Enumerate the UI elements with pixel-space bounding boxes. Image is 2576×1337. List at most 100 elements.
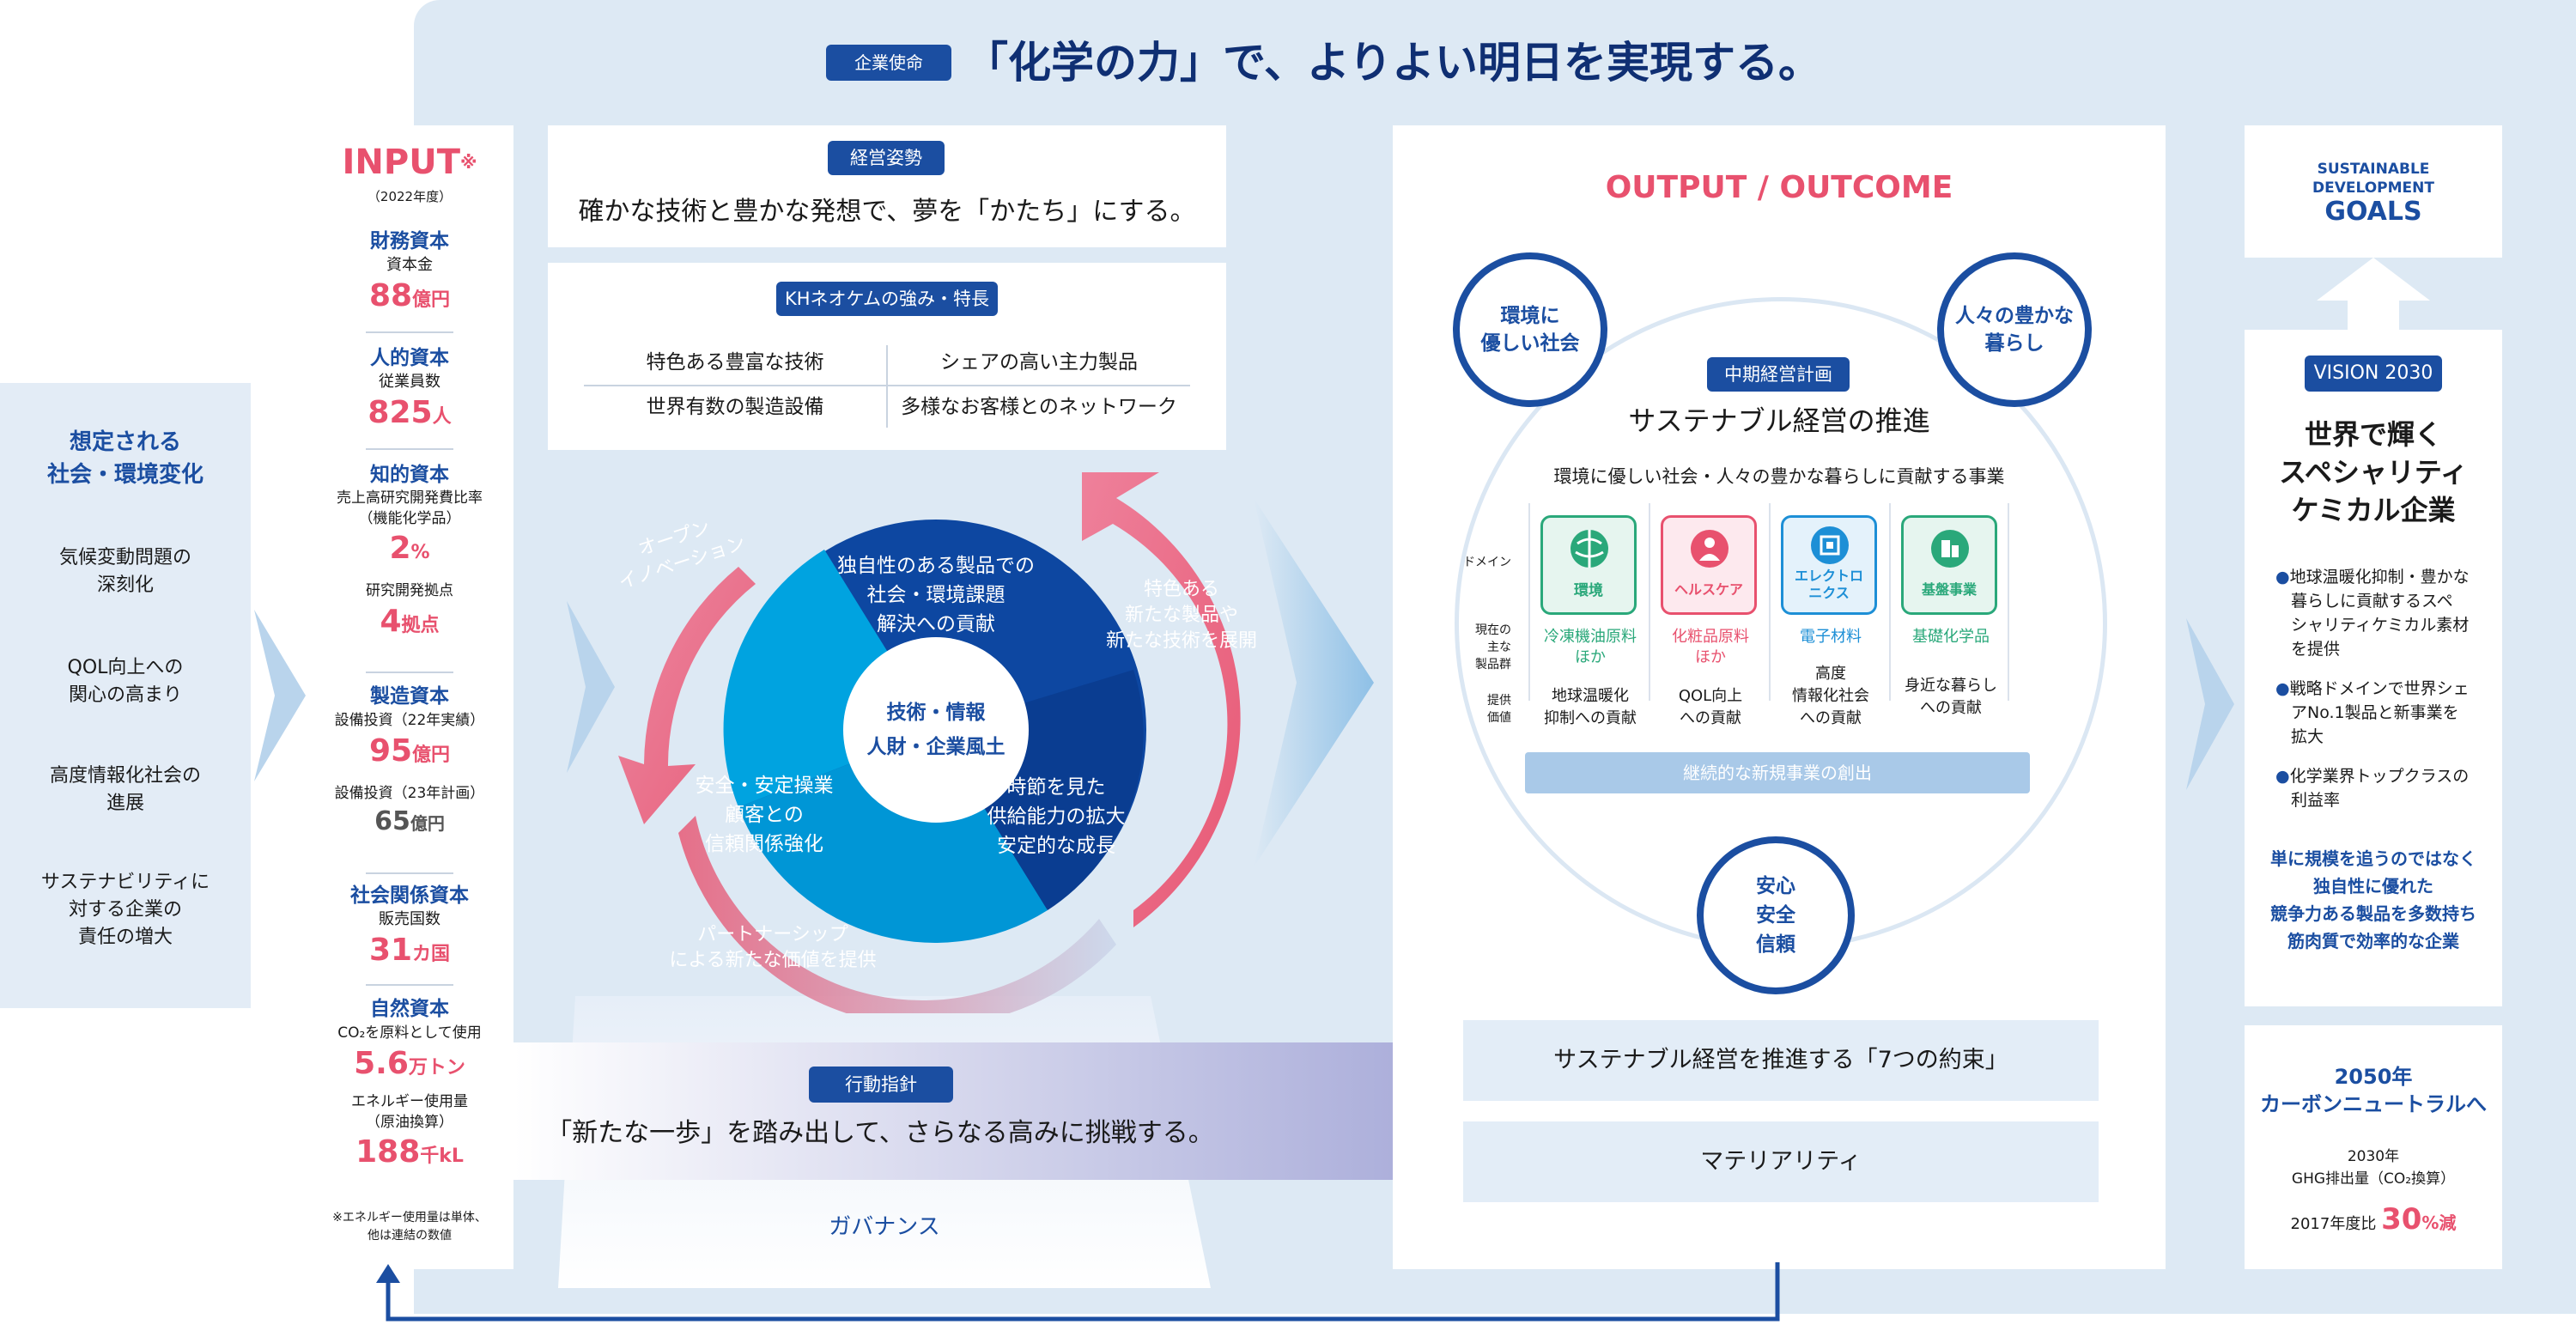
mission-statement: 「化学の力」で、よりよい明日を実現する。 [965, 38, 1821, 88]
environment-title: 想定される社会・環境変化 [46, 429, 204, 488]
input-card: INPUT※ （2022年度） 財務資本 資本金 88億円 人的資本 従業員数 … [306, 125, 513, 1269]
strengths-cell: 世界有数の製造設備 [646, 396, 824, 418]
domain-column-healthcare: ヘルスケア 化粧品原料ほか QOL向上への貢献 [1649, 503, 1769, 727]
input-value: 95億円 [368, 733, 451, 769]
strengths-cell: シェアの高い主力製品 [940, 351, 1138, 374]
row-label-value: 提供価値 [1487, 694, 1511, 725]
vision-title: 世界で輝くスペシャリティケミカル企業 [2279, 418, 2468, 526]
domain-column-environment: 環境 冷凍機油原料ほか 地球温暖化抑制への貢献 [1528, 503, 1649, 727]
environment-card: 想定される社会・環境変化 気候変動問題の深刻化 QOL向上への関心の高まり 高度… [0, 383, 251, 1008]
input-sub: 設備投資（23年計画） [334, 785, 485, 802]
chip-icon [1811, 526, 1849, 564]
conduct-text: 「新たな一歩」を踏み出して、さらなる高みに挑戦する。 [546, 1118, 1214, 1148]
value-cycle-diagram [618, 472, 1241, 1013]
input-heading: 人的資本 [370, 347, 449, 369]
person-icon [1691, 530, 1728, 568]
vision-bullet: ●化学業界トップクラスの 利益率 [2275, 767, 2470, 810]
input-value: 31カ国 [368, 933, 451, 968]
partnership-arrow [678, 816, 1116, 1013]
input-value: 2% [389, 531, 430, 566]
input-heading: 製造資本 [370, 685, 449, 708]
domain-value: QOL向上への貢献 [1678, 687, 1743, 727]
midterm-plan-subtitle: 環境に優しい社会・人々の豊かな暮らしに貢献する事業 [1553, 466, 2005, 487]
input-value: 5.6万トン [354, 1046, 465, 1081]
domain-column-electronics: エレクトロニクス 電子材料 高度情報化社会への貢献 [1769, 503, 1889, 727]
conduct-arrow [513, 1042, 1467, 1180]
input-note: ※エネルギー使用量は単体、他は連結の数値 [332, 1211, 487, 1243]
input-title: INPUT※ [342, 143, 477, 182]
input-sub: 資本金 [386, 256, 433, 274]
vision-bullet: ●戦略ドメインで世界シェ アNo.1製品と新事業を 拡大 [2275, 679, 2470, 746]
domain-badge-electronics: エレクトロニクス [1781, 515, 1877, 615]
environment-item: QOL向上への関心の高まり [67, 657, 184, 706]
materiality-bar: マテリアリティ [1463, 1121, 2099, 1202]
input-sub: （機能化学品） [358, 510, 461, 527]
input-group-social: 社会関係資本 販売国数 31カ国 [306, 883, 513, 975]
input-heading: 社会関係資本 [350, 884, 469, 907]
globe-icon [1571, 530, 1608, 568]
management-card: 経営姿勢 確かな技術と豊かな発想で、夢を「かたち」にする。 [548, 125, 1226, 247]
input-sub: 売上高研究開発費比率 [337, 489, 483, 507]
domain-value: 地球温暖化抑制への貢献 [1544, 687, 1637, 727]
input-value: 188千kL [355, 1134, 464, 1170]
input-group-finance: 財務資本 資本金 88億円 [306, 228, 513, 320]
domain-products: 冷凍機油原料ほか [1544, 628, 1637, 666]
domain-products: 化粧品原料ほか [1672, 628, 1749, 666]
vision-summary: 単に規模を追うのではなく独自性に優れた 競争力ある製品を多数持ち筋肉質で効率的な… [2270, 848, 2476, 951]
chevron-arrow-icon [254, 610, 306, 781]
input-group-human: 人的資本 従業員数 825人 [306, 345, 513, 437]
open-innovation-arrow [618, 567, 756, 824]
input-divider [366, 331, 453, 333]
vision-card: VISION 2030 世界で輝くスペシャリティケミカル企業 ●地球温暖化抑制・… [2245, 330, 2502, 1006]
domain-products: 電子材料 [1800, 628, 1862, 646]
environment-item: サステナビリティに対する企業の責任の増大 [40, 872, 210, 948]
strengths-cell: 多様なお客様とのネットワーク [901, 396, 1177, 418]
domain-name-electronics: エレクトロニクス [1794, 568, 1863, 601]
input-sub: CO₂を原料として使用 [337, 1024, 482, 1042]
cycle-left-text: 安全・安定操業顧客との信頼関係強化 [695, 775, 834, 855]
management-text: 確かな技術と豊かな発想で、夢を「かたち」にする。 [578, 197, 1196, 227]
environment-item: 気候変動問題の深刻化 [58, 547, 191, 596]
input-value: 825人 [368, 395, 452, 430]
input-heading: 財務資本 [370, 230, 449, 252]
midterm-plan-title: サステナブル経営の推進 [1628, 404, 1930, 437]
new-business-bar: 継続的な新規事業の創出 [1525, 752, 2030, 793]
feature-arrow [1082, 472, 1241, 927]
strengths-cell: 特色ある豊富な技術 [646, 351, 824, 374]
input-group-manufacturing: 製造資本 設備投資（22年実績） 95億円 設備投資（23年計画） 65億円 [306, 684, 513, 841]
input-group-natural: 自然資本 CO₂を原料として使用 5.6万トン エネルギー使用量 （原油換算） … [306, 996, 513, 1176]
input-year: （2022年度） [367, 189, 453, 204]
domain-badge-basic: 基盤事業 [1901, 515, 1997, 615]
conduct-badge: 行動指針 [809, 1067, 953, 1103]
input-sub: エネルギー使用量 [351, 1093, 468, 1110]
input-sub: 従業員数 [379, 373, 440, 391]
chevron-arrow-icon [2186, 618, 2234, 790]
environment-item: 高度情報化社会の進展 [49, 765, 201, 814]
input-value: 88億円 [368, 278, 451, 313]
cycle-right-text: 時節を見た供給能力の拡大安定的な成長 [987, 776, 1126, 857]
domain-column-basic: 基盤事業 基礎化学品 身近な暮らしへの貢献 [1889, 503, 2009, 717]
input-value: 4拠点 [380, 604, 440, 639]
sdgs-logo: SUSTAINABLE DEVELOPMENT GOALS [2312, 161, 2434, 227]
cycle-center-text: 技術・情報人財・企業風土 [866, 702, 1005, 758]
vision-badge: VISION 2030 [2305, 356, 2442, 392]
midterm-plan-badge: 中期経営計画 [1707, 357, 1850, 392]
carbon-target: 2017年度比 30%減 [2290, 1202, 2457, 1237]
row-label-domain: ドメイン [1463, 556, 1511, 569]
sdgs-logo-card: SUSTAINABLE DEVELOPMENT GOALS [2245, 125, 2502, 258]
input-sub: （原油換算） [366, 1114, 453, 1131]
input-divider [366, 672, 453, 673]
partnership-label: パートナーシップによる新たな価値を提供 [669, 924, 877, 971]
domain-badge-healthcare: ヘルスケア [1661, 515, 1757, 615]
chevron-arrow-icon [1254, 498, 1374, 867]
management-badge: 経営姿勢 [828, 141, 945, 175]
domain-value: 身近な暮らしへの貢献 [1905, 677, 1997, 717]
governance-label: ガバナンス [829, 1214, 940, 1240]
circle-rich-life: 人々の豊かな暮らし [1937, 252, 2092, 407]
input-value-secondary: 65億円 [374, 806, 445, 836]
input-group-intellectual: 知的資本 売上高研究開発費比率 （機能化学品） 2% 研究開発拠点 4拠点 [306, 462, 513, 646]
strengths-card: KHネオケムの強み・特長 特色ある豊富な技術 シェアの高い主力製品 世界有数の製… [548, 263, 1226, 450]
feature-arrow-label: 特色ある新たな製品や新たな技術を展開 [1105, 579, 1257, 652]
mission-badge: 企業使命 [826, 45, 951, 81]
